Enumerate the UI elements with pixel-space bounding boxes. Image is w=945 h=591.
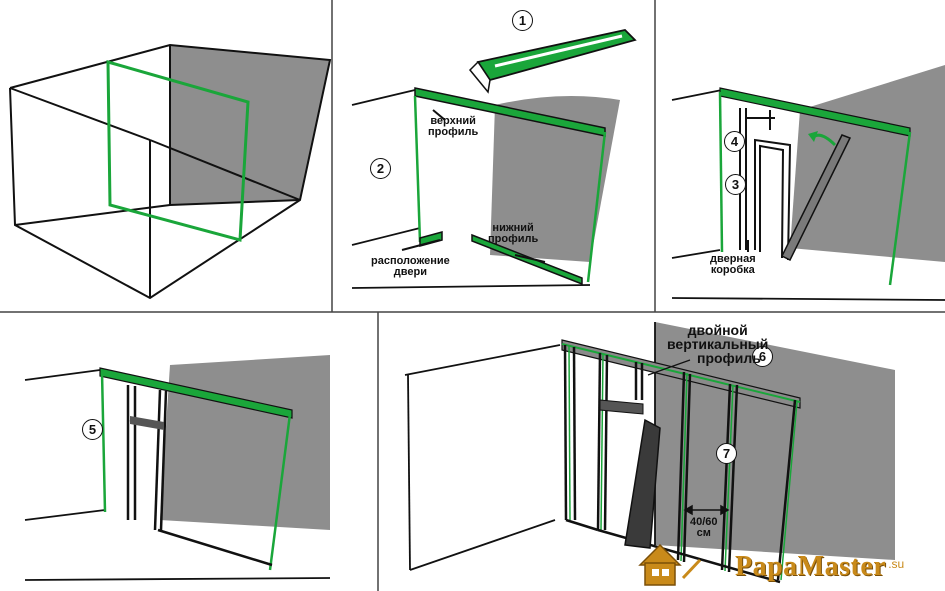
bottom-profile-line2: профиль bbox=[488, 233, 539, 245]
top-profile-label: верхний профиль bbox=[428, 116, 478, 138]
spacing-line2: см bbox=[696, 527, 711, 539]
step-4-badge: 4 bbox=[724, 131, 745, 152]
door-location-label: расположение двери bbox=[371, 256, 450, 278]
top-profile-part bbox=[413, 87, 607, 283]
step-5-badge: 5 bbox=[82, 419, 103, 440]
top-profile-line2: профиль bbox=[428, 126, 479, 138]
watermark-logo: PapaMaster .su bbox=[735, 549, 904, 585]
spacing-line1: 40/60 bbox=[690, 516, 718, 528]
watermark-suffix: .su bbox=[888, 557, 905, 571]
door-location-line1: расположение bbox=[371, 255, 450, 267]
panel-2-profiles bbox=[351, 29, 637, 289]
double-profile-line1: двойной bbox=[687, 322, 748, 338]
step-3-badge: 3 bbox=[725, 174, 746, 195]
annotation-arrows bbox=[401, 109, 546, 263]
wrench-icon bbox=[681, 558, 702, 580]
double-profile-line3: профиль bbox=[697, 350, 761, 366]
profile-detail-item bbox=[468, 29, 637, 94]
panel-5-final bbox=[404, 322, 895, 584]
door-frame-line1: дверная bbox=[710, 253, 756, 265]
spacing-label: 40/60 см bbox=[690, 517, 718, 539]
door-frame-line2: коробка bbox=[710, 264, 755, 276]
double-profile-label: двойной вертикальный профиль bbox=[667, 323, 768, 365]
step-7-badge: 7 bbox=[716, 443, 737, 464]
step-2-badge: 2 bbox=[370, 158, 391, 179]
house-icon bbox=[638, 543, 682, 586]
door-location-line2: двери bbox=[393, 266, 427, 278]
bottom-profile-label: нижний профиль bbox=[488, 223, 538, 245]
double-profile-line2: вертикальный bbox=[667, 336, 769, 352]
step-1-badge: 1 bbox=[512, 10, 533, 31]
green-frame bbox=[106, 60, 250, 242]
panel-4-frame bbox=[24, 355, 331, 581]
drywall-sheet bbox=[624, 418, 661, 549]
watermark-text: PapaMaster bbox=[735, 551, 887, 582]
bottom-profile-line1: нижний bbox=[492, 222, 534, 234]
door-frame-label: дверная коробка bbox=[710, 254, 756, 276]
top-profile-line1: верхний bbox=[430, 115, 476, 127]
panel-1-room bbox=[9, 43, 332, 300]
bottom-profile-part bbox=[419, 231, 583, 286]
step-6-badge: 6 bbox=[752, 346, 773, 367]
